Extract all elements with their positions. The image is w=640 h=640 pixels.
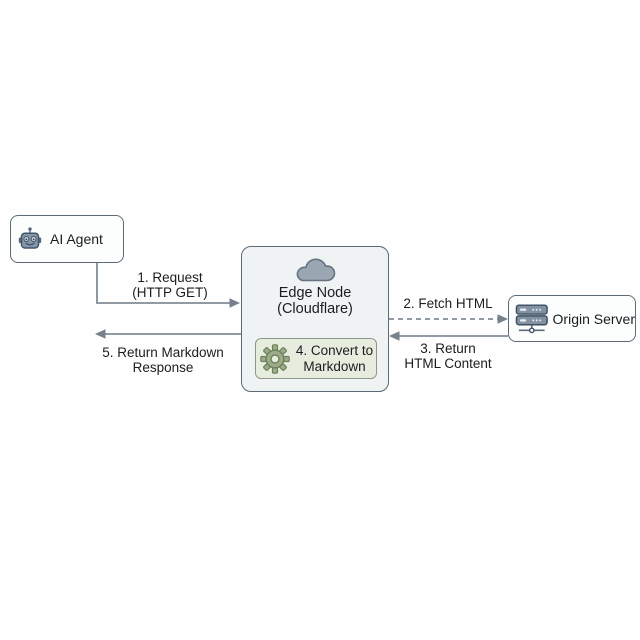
origin-server-label: Origin Server: [552, 310, 635, 327]
edge-node-subtitle: (Cloudflare): [277, 300, 353, 317]
return-markdown-arrow-label-line1: 5. Return Markdown: [102, 345, 224, 360]
gear-icon: [260, 343, 290, 374]
ai-agent-node: AI Agent: [10, 215, 124, 263]
edge-node-title: Edge Node: [278, 285, 352, 301]
return-html-arrow-label-line2: HTML Content: [404, 356, 492, 371]
request-arrow-label-line1: 1. Request: [137, 270, 203, 285]
edge-node: Edge Node (Cloudflare) 4. Conver: [241, 246, 389, 392]
convert-step-label: 4. Convert to Markdown: [293, 343, 376, 374]
fetch-html-arrow-label-line1: 2. Fetch HTML: [403, 296, 493, 311]
request-arrow-label-line2: (HTTP GET): [132, 285, 208, 300]
robot-icon: [18, 227, 42, 249]
ai-agent-label: AI Agent: [50, 231, 103, 247]
request-arrow: [96, 263, 240, 308]
convert-step-node: 4. Convert to Markdown: [255, 338, 377, 379]
convert-step-label-line2: Markdown: [303, 358, 366, 374]
origin-server-node: Origin Server: [508, 295, 636, 342]
cloud-icon-wrap: [293, 257, 337, 283]
fetch-html-arrow: [389, 314, 508, 324]
return-html-arrow: [389, 331, 508, 341]
return-markdown-arrow-label: 5. Return Markdown Response: [93, 345, 233, 375]
cloud-icon: [296, 258, 336, 282]
fetch-html-arrow-label: 2. Fetch HTML: [389, 296, 507, 311]
return-html-arrow-label-line1: 3. Return: [420, 341, 476, 356]
return-markdown-arrow-label-line2: Response: [132, 360, 194, 375]
server-icon: [515, 303, 548, 333]
return-markdown-arrow: [95, 329, 241, 339]
return-html-arrow-label: 3. Return HTML Content: [389, 341, 507, 371]
request-arrow-label: 1. Request (HTTP GET): [100, 270, 240, 300]
convert-step-label-line1: 4. Convert to: [295, 343, 374, 358]
